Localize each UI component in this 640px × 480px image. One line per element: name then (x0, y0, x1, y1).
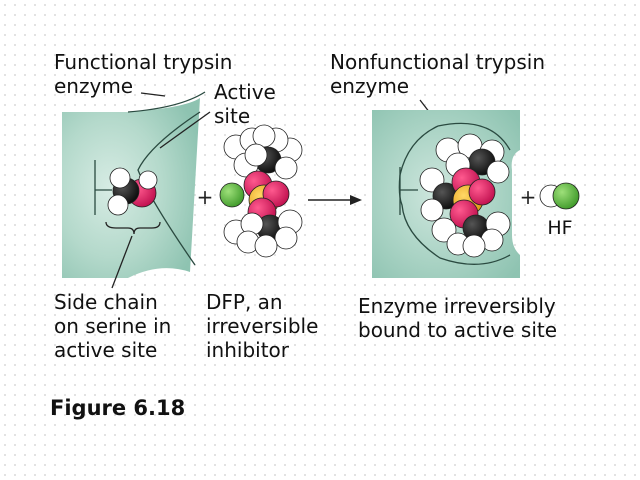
plus-sign-1: + (197, 185, 214, 209)
plus-sign-2: + (520, 185, 537, 209)
functional-enzyme-label-line2: enzyme (54, 74, 134, 98)
dfp-label-line3: inhibitor (206, 338, 290, 362)
functional-enzyme-label-line1: Functional trypsin (54, 50, 233, 74)
bound-dfp-molecule-icon (419, 133, 511, 258)
leader-active-site (159, 111, 211, 149)
dfp-label-line1: DFP, an (206, 290, 283, 314)
dfp-label: DFP, an irreversible inhibitor (206, 290, 318, 362)
active-site-label-line1: Active (214, 80, 276, 104)
side-chain-label-line3: active site (54, 338, 158, 362)
bound-label: Enzyme irreversibly bound to active site (358, 294, 557, 342)
active-site-label-line2: site (214, 104, 251, 128)
dfp-label-line2: irreversible (206, 314, 319, 338)
nonfunctional-enzyme-label-line1: Nonfunctional trypsin (330, 50, 545, 74)
nonfunctional-enzyme-label: Nonfunctional trypsin enzyme (330, 50, 545, 98)
reaction-arrow-icon (308, 195, 362, 205)
dfp-molecule-icon (219, 124, 303, 258)
bound-label-line2: bound to active site (358, 318, 558, 342)
serine-bracket (105, 221, 161, 235)
leader-side-chain (111, 235, 133, 289)
bound-label-line1: Enzyme irreversibly (358, 294, 556, 318)
leader-functional-enzyme (140, 92, 166, 97)
functional-enzyme-label: Functional trypsin enzyme (54, 50, 233, 98)
hf-label: HF (547, 217, 572, 239)
serine-molecule-icon (107, 167, 158, 216)
side-chain-label-line2: on serine in (54, 314, 172, 338)
side-chain-label: Side chain on serine in active site (54, 290, 171, 362)
active-site-label: Active site (214, 80, 276, 128)
nonfunctional-enzyme-label-line2: enzyme (330, 74, 410, 98)
side-chain-label-line1: Side chain (54, 290, 158, 314)
hf-molecule-icon (539, 182, 580, 210)
figure-caption: Figure 6.18 (50, 396, 186, 420)
